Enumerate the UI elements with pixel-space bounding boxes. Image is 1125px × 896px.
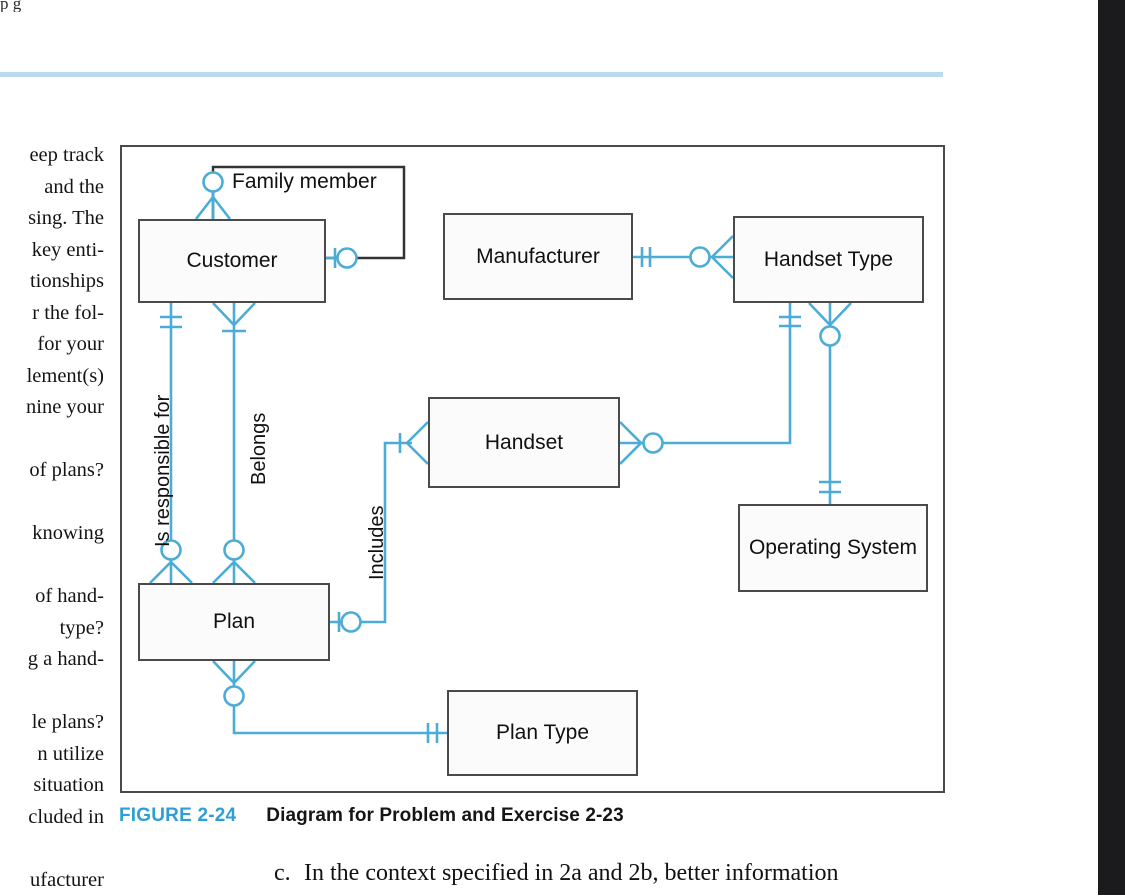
bottom-text-line: c.In the context specified in 2a and 2b,… [274,860,994,887]
entity-operating-system[interactable]: Operating System [738,504,928,592]
bottom-text: In the context specified in 2a and 2b, b… [304,860,839,886]
entity-label: Handset [485,431,563,455]
family-right-optional-circle [338,249,357,268]
ht-os-optional-circle [821,327,840,346]
entity-label: Plan [213,610,255,634]
relationship-label-includes: Includes [366,506,389,581]
entity-handset-type[interactable]: Handset Type [733,216,924,303]
plan-pt-optional-circle [225,687,244,706]
belongs-optional-circle [225,541,244,560]
mfr-ht-optional-circle [691,248,710,267]
handset-ht-line [620,303,790,443]
entity-plan-type[interactable]: Plan Type [447,690,638,776]
handset-ht-optional-circle [644,434,663,453]
entity-plan[interactable]: Plan [138,583,330,661]
list-marker: c. [274,860,304,887]
entity-label: Plan Type [496,721,589,745]
entity-label: Handset Type [764,248,893,272]
figure-number: FIGURE 2-24 [119,805,236,826]
relationship-label-family-member: Family member [232,170,377,194]
entity-handset[interactable]: Handset [428,397,620,488]
relationship-label-is-responsible-for: Is responsible for [152,395,175,547]
figure-title: Diagram for Problem and Exercise 2-23 [266,805,623,826]
plan-pt-line [234,661,447,733]
entity-label: Customer [186,249,277,273]
document-page: p g eep track and the sing. The key enti… [0,0,1098,895]
entity-label: Manufacturer [476,245,600,269]
right-gutter [1098,0,1125,895]
entity-label: Operating System [749,536,917,560]
entity-manufacturer[interactable]: Manufacturer [443,213,633,300]
entity-customer[interactable]: Customer [138,219,326,303]
includes-optional-circle [342,613,361,632]
figure-caption: FIGURE 2-24 Diagram for Problem and Exer… [119,805,624,827]
relationship-label-belongs: Belongs [248,413,271,485]
family-optional-circle [204,173,223,192]
